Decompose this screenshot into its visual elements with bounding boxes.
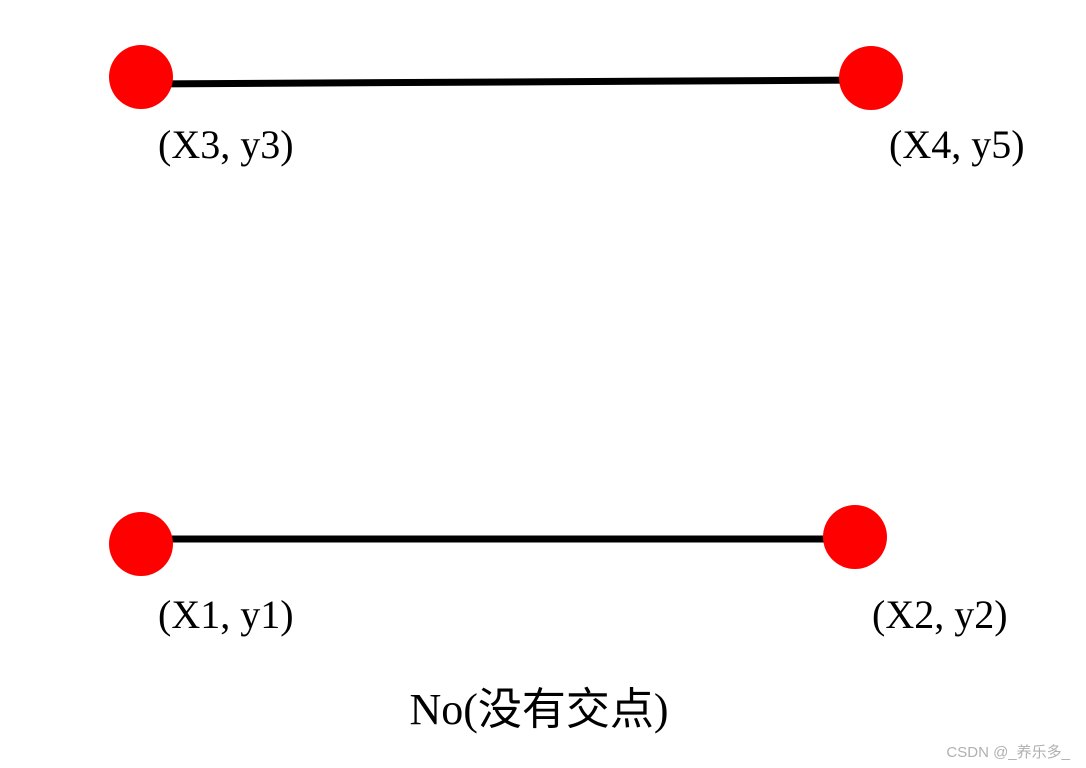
endpoint-x3-y3 bbox=[109, 45, 173, 109]
caption: No(没有交点) bbox=[409, 685, 668, 734]
endpoint-x1-y1 bbox=[109, 512, 173, 576]
endpoint-x4-y5 bbox=[839, 46, 903, 110]
label-x1-y1: (X1, y1) bbox=[158, 592, 294, 637]
watermark: CSDN @_养乐多_ bbox=[946, 744, 1070, 761]
segment-lower: (X1, y1) (X2, y2) bbox=[109, 505, 1008, 637]
segment-upper-line bbox=[140, 76, 872, 88]
endpoint-x2-y2 bbox=[823, 505, 887, 569]
label-x4-y5: (X4, y5) bbox=[889, 122, 1025, 167]
label-x3-y3: (X3, y3) bbox=[158, 122, 294, 167]
segment-upper: (X3, y3) (X4, y5) bbox=[109, 45, 1025, 167]
label-x2-y2: (X2, y2) bbox=[872, 592, 1008, 637]
